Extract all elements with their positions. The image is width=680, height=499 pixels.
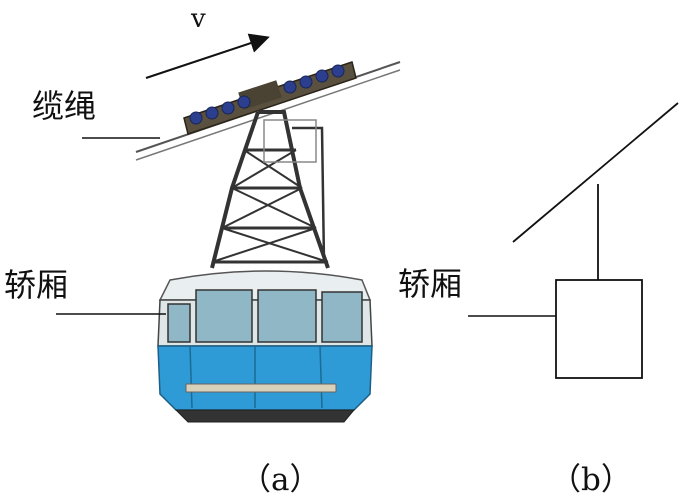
cabin-a-label: 轿厢 [4, 266, 69, 304]
figure-a-caption: （a） [240, 462, 321, 498]
velocity-label: v [191, 4, 206, 34]
cabin-b-box [555, 279, 643, 379]
figure-b-caption: （b） [550, 462, 632, 498]
hanger-frame [210, 110, 330, 269]
velocity-arrow [145, 33, 270, 79]
cabin-a [157, 270, 373, 423]
cabin-b-label: 轿厢 [398, 265, 463, 303]
cable-schematic [512, 102, 679, 243]
cable-label: 缆绳 [32, 87, 97, 125]
cable-trolley [183, 61, 357, 135]
